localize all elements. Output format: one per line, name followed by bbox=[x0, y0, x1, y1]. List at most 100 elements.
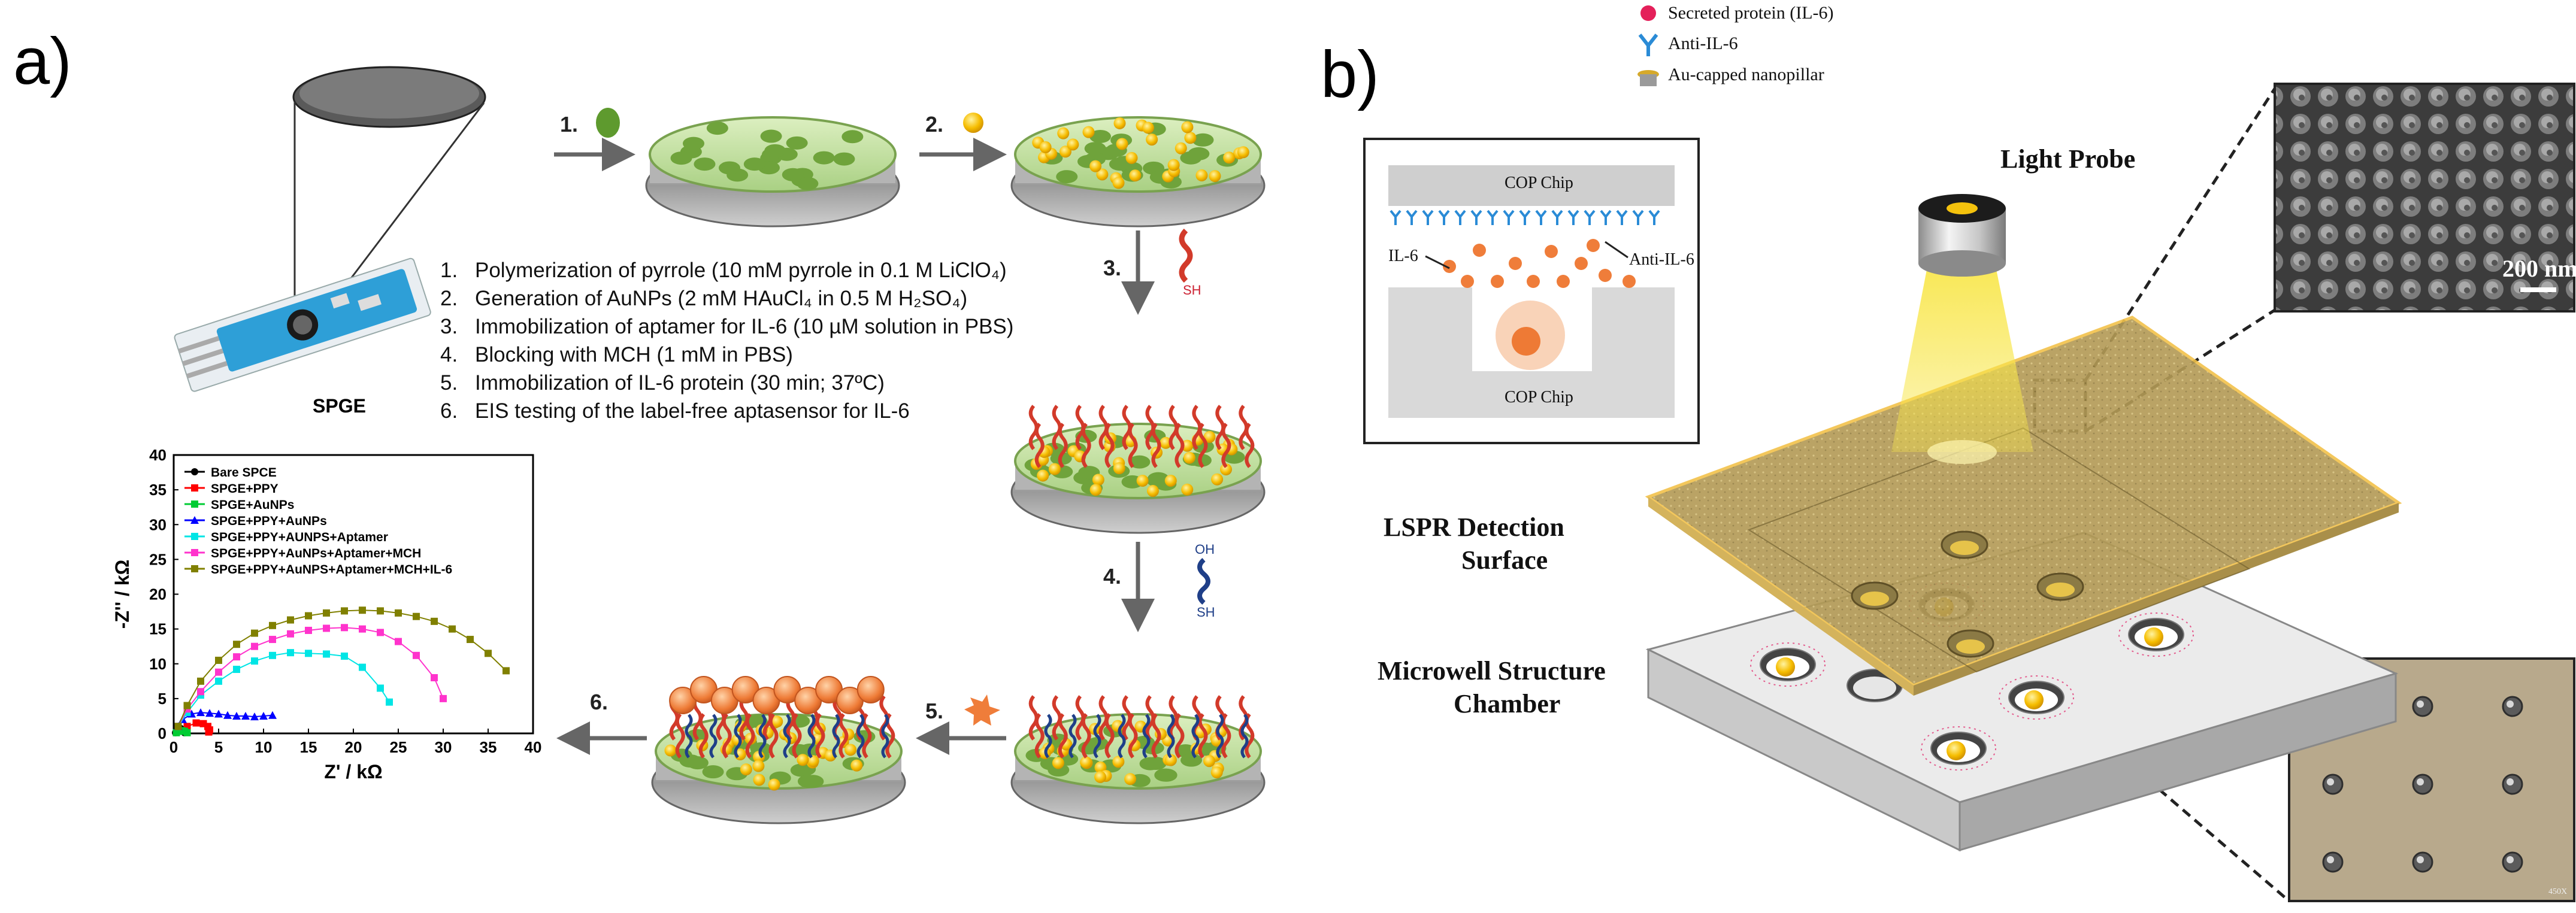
mch-strand bbox=[856, 735, 865, 759]
nanopillar-icon bbox=[1640, 74, 1657, 86]
pyrrole-blob bbox=[683, 137, 705, 150]
arrow-label-6: 6. bbox=[590, 690, 608, 714]
data-point bbox=[323, 609, 330, 617]
aunp-particle bbox=[1209, 170, 1221, 183]
step-text: Generation of AuNPs (2 mM HAuCl₄ in 0.5 … bbox=[475, 287, 968, 310]
mch-strand bbox=[1118, 735, 1126, 759]
mch-strand bbox=[685, 714, 693, 738]
anti-il6-antibody bbox=[1454, 210, 1466, 225]
plasmon-ring bbox=[1750, 642, 1826, 687]
x-axis-label: Z' / kΩ bbox=[324, 761, 382, 782]
data-point bbox=[269, 651, 276, 659]
x-tick-label: 35 bbox=[480, 738, 497, 756]
aptamer-strand bbox=[1221, 423, 1231, 468]
data-point bbox=[215, 656, 222, 664]
spge-electrode bbox=[174, 66, 486, 392]
aptamer-strand bbox=[1198, 423, 1208, 468]
y-tick-label: 20 bbox=[149, 586, 167, 603]
gold-bead bbox=[1947, 741, 1966, 760]
il6-pointer bbox=[1425, 255, 1450, 269]
aunp-particle bbox=[1052, 757, 1064, 769]
data-point bbox=[305, 612, 312, 620]
aunp-particle bbox=[1183, 451, 1195, 464]
aptamer-icon bbox=[1179, 228, 1193, 283]
pyrrole-blob bbox=[1146, 474, 1169, 487]
mch-strand bbox=[856, 714, 865, 738]
legend-marker bbox=[191, 484, 198, 492]
arrow-label-1: 1. bbox=[560, 112, 578, 137]
aptamer-strand bbox=[1175, 713, 1185, 759]
legend-marker bbox=[191, 468, 198, 475]
optical-well-highlight bbox=[2417, 778, 2424, 785]
legend-marker bbox=[191, 549, 198, 556]
x-tick-label: 25 bbox=[390, 738, 407, 756]
il6-dot bbox=[1575, 257, 1588, 270]
aptamer-strand bbox=[1034, 423, 1045, 468]
scale-bar-label: 200 nm bbox=[2502, 255, 2576, 282]
step-number: 4. bbox=[440, 343, 458, 366]
anti-il6-antibody bbox=[1535, 210, 1547, 225]
legend-label: SPGE+PPY bbox=[211, 482, 279, 496]
pyrrole-blob bbox=[841, 130, 864, 144]
aptamer-strand bbox=[768, 713, 779, 759]
plate-well-pillar bbox=[2046, 583, 2075, 597]
mch-strand bbox=[734, 714, 742, 738]
mch-strand bbox=[1093, 735, 1101, 759]
data-point bbox=[214, 709, 223, 718]
antibody-icon bbox=[1638, 34, 1658, 56]
aunp-particle bbox=[1181, 483, 1194, 496]
aunp-particle bbox=[850, 759, 863, 772]
mch-strand bbox=[1142, 735, 1151, 759]
mch-strand bbox=[709, 714, 718, 738]
panel-b bbox=[1363, 5, 2575, 902]
data-point bbox=[359, 606, 366, 614]
pyrrole-blob bbox=[1128, 455, 1151, 469]
anti-il6-antibody bbox=[1567, 210, 1579, 225]
anti-il6-antibody bbox=[1503, 210, 1515, 225]
data-point bbox=[503, 667, 510, 675]
data-point bbox=[341, 652, 348, 660]
il6-dot bbox=[1587, 239, 1600, 252]
data-point bbox=[197, 677, 204, 685]
plasmon-ring bbox=[2118, 612, 2194, 657]
pyrrole-blob bbox=[1048, 763, 1070, 777]
pyrrole-blob bbox=[786, 136, 808, 150]
mch-strand bbox=[1167, 735, 1175, 759]
light-beam bbox=[1891, 260, 2033, 452]
anti-il6-antibody bbox=[1551, 210, 1563, 225]
anti-il6-antibody bbox=[1632, 210, 1644, 225]
step-row: 4.Blocking with MCH (1 mM in PBS) bbox=[440, 341, 1075, 369]
il6-dot bbox=[1509, 257, 1522, 270]
process-arrows bbox=[554, 138, 1155, 755]
anti-il6-antibody bbox=[1438, 210, 1450, 225]
aunp-particle bbox=[1146, 134, 1158, 146]
step-row: 1.Polymerization of pyrrole (10 mM pyrro… bbox=[440, 256, 1075, 284]
pyrrole-blob bbox=[1155, 768, 1177, 782]
aptamer-strand bbox=[1151, 713, 1161, 759]
aptamer-strand bbox=[1081, 713, 1091, 759]
legend-label: SPGE+PPY+AuNPs+Aptamer+MCH bbox=[211, 547, 421, 560]
data-point bbox=[359, 625, 366, 633]
legend-marker bbox=[191, 501, 198, 508]
optical-well-highlight bbox=[2327, 856, 2334, 863]
light-probe-label: Light Probe bbox=[2000, 144, 2136, 174]
series-1: SPGE+PPY bbox=[174, 482, 279, 736]
aunp-particle bbox=[1129, 169, 1142, 182]
aunp-particle bbox=[1116, 138, 1128, 150]
optical-well-highlight bbox=[2507, 778, 2514, 785]
inset-bottom-chip-label: COP Chip bbox=[1505, 388, 1573, 407]
plate-well-pillar bbox=[1956, 639, 1985, 654]
dish-aptamer bbox=[1010, 405, 1266, 534]
step-row: 6.EIS testing of the label-free aptasens… bbox=[440, 397, 1075, 425]
data-point bbox=[251, 657, 258, 665]
il6-dot bbox=[1557, 275, 1570, 288]
aptamer-strand bbox=[1058, 713, 1068, 759]
data-point bbox=[395, 638, 402, 645]
data-point bbox=[251, 642, 258, 650]
aunp-particle bbox=[1210, 766, 1223, 779]
chamber-well-inner bbox=[1853, 677, 1896, 699]
mch-strand bbox=[1167, 714, 1175, 738]
